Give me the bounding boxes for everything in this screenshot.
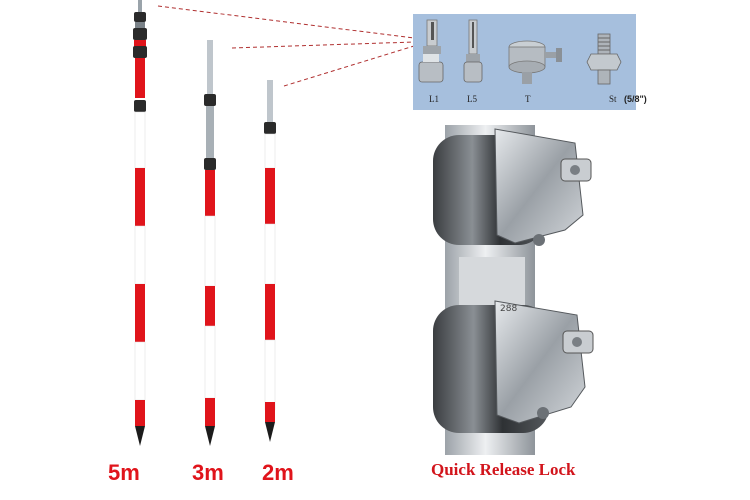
adapter-l1-image: [418, 19, 444, 83]
adapter-label-l1: L1: [429, 94, 439, 104]
adapter-label-l5: L5: [467, 94, 477, 104]
pole-label-3m: 3m: [192, 460, 224, 485]
attachments-panel: L1 L5 T St: [413, 14, 636, 110]
quick-release-lock-photo: [433, 125, 594, 455]
pole-label-5m: 5m: [108, 460, 140, 485]
adapter-l5-image: [463, 19, 483, 83]
quick-release-lock-caption: Quick Release Lock: [431, 460, 576, 479]
attachments-photo: [418, 19, 622, 85]
pole-5m: [133, 0, 147, 446]
pole-label-2m: 2m: [262, 460, 294, 485]
adapter-t-image: [508, 40, 562, 84]
pole-3m: [204, 40, 216, 446]
pole-2m: [264, 80, 276, 442]
adapter-label-t: T: [525, 94, 531, 104]
adapter-st-image: [586, 33, 622, 85]
thread-size-note: (5/8"): [624, 94, 647, 104]
tube-marking: 288: [500, 304, 518, 314]
adapter-label-st: St: [609, 94, 617, 104]
